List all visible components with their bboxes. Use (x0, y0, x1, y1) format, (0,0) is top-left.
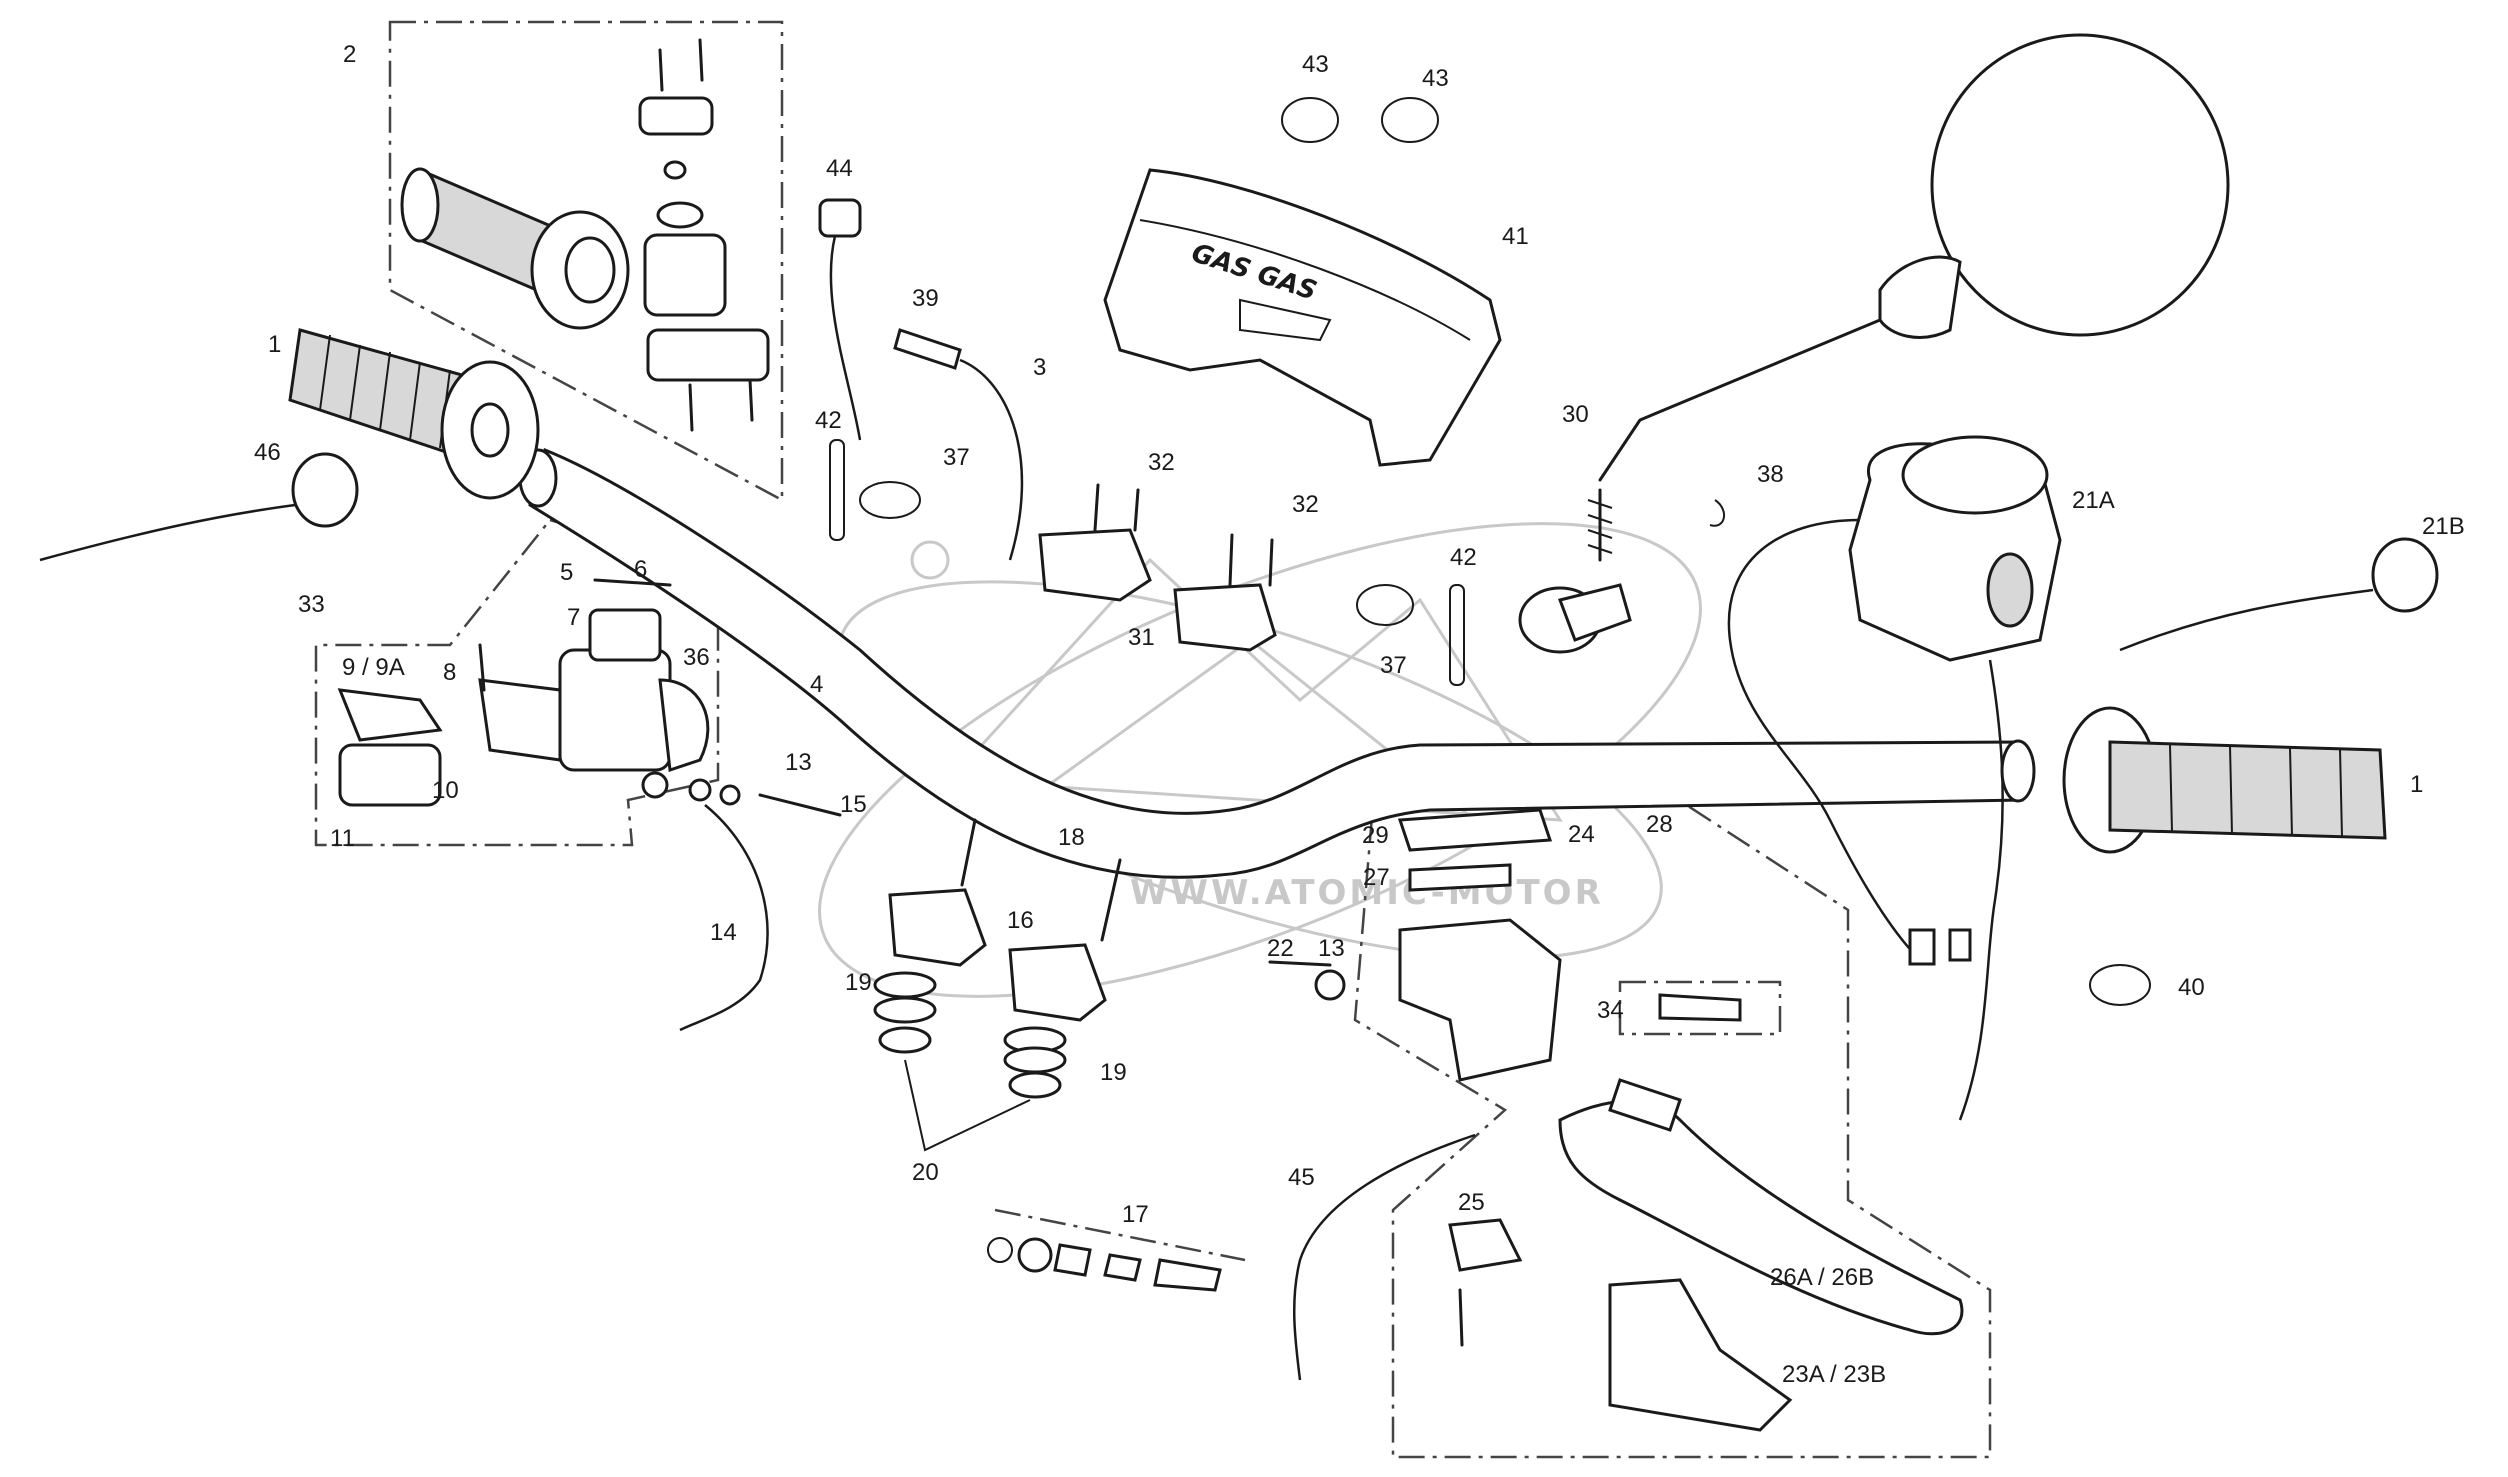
callout-31: 31 (1128, 624, 1155, 651)
kill-switch-right (2119, 537, 2439, 652)
callout-17: 17 (1122, 1201, 1149, 1228)
clutch-lever-assembly (1268, 808, 1964, 1432)
callout-3: 3 (1033, 354, 1046, 381)
brake-hose (679, 804, 769, 1032)
spare-kit-box (994, 1208, 1246, 1262)
callout-1b: 1 (2410, 771, 2423, 798)
callout-44: 44 (826, 155, 853, 182)
callout-9: 9 / 9A (342, 654, 405, 681)
brake-master-cylinder (337, 578, 842, 817)
callout-27: 27 (1363, 864, 1390, 891)
callout-6: 6 (634, 556, 647, 583)
callout-13a: 13 (785, 749, 812, 776)
callout-19b: 19 (1100, 1059, 1127, 1086)
throttle-assembly (400, 38, 770, 432)
left-grip (288, 328, 540, 500)
callout-28: 28 (1646, 811, 1673, 838)
watermark-text: WWW.ATOMIC-MOTOR (1130, 873, 1604, 913)
callout-40: 40 (2178, 974, 2205, 1001)
callout-23: 23A / 23B (1782, 1361, 1886, 1388)
callout-labels: 1 1 2 3 4 5 6 7 8 9 / 9A 10 11 13 13 14 … (254, 41, 2465, 1388)
group-boxes (314, 20, 1992, 1459)
callout-42a: 42 (815, 407, 842, 434)
callout-32b: 32 (1292, 491, 1319, 518)
callout-26: 26A / 26B (1770, 1264, 1874, 1291)
callout-42b: 42 (1450, 544, 1477, 571)
callout-19a: 19 (845, 969, 872, 996)
callout-39: 39 (912, 285, 939, 312)
handlebar (518, 447, 2036, 879)
callout-29: 29 (1362, 822, 1389, 849)
cable-clips (829, 97, 2151, 1006)
callout-41: 41 (1502, 223, 1529, 250)
callout-11: 11 (330, 825, 355, 852)
callout-8: 8 (443, 659, 456, 686)
brake-master-group-box (314, 518, 720, 847)
callout-10: 10 (432, 777, 459, 804)
throttle-group-box (388, 20, 784, 503)
callout-33: 33 (298, 591, 325, 618)
throttle-cables (818, 198, 1024, 561)
clutch-group-box (1353, 778, 1992, 1459)
callout-22: 22 (1267, 935, 1294, 962)
callout-2: 2 (343, 41, 356, 68)
callout-16: 16 (1007, 907, 1034, 934)
callout-21a: 21A (2072, 487, 2115, 514)
right-grip (2062, 706, 2387, 854)
spare-pin-kit (987, 1237, 1222, 1292)
switch-assembly (1727, 435, 2062, 1121)
callout-25: 25 (1458, 1189, 1485, 1216)
callout-20: 20 (912, 1159, 939, 1186)
callout-36: 36 (683, 644, 710, 671)
callout-32a: 32 (1148, 449, 1175, 476)
callout-21b: 21B (2422, 513, 2465, 540)
callout-37b: 37 (1380, 652, 1407, 679)
callout-30: 30 (1562, 401, 1589, 428)
callout-46: 46 (254, 439, 281, 466)
callout-38: 38 (1757, 461, 1784, 488)
callout-43a: 43 (1302, 51, 1329, 78)
callout-43b: 43 (1422, 65, 1449, 92)
callout-5: 5 (560, 559, 573, 586)
clutch-cable (1292, 1133, 1476, 1381)
callout-34: 34 (1597, 997, 1624, 1024)
callout-13b: 13 (1318, 935, 1345, 962)
callout-4: 4 (810, 671, 823, 698)
kill-switch-left (39, 452, 359, 562)
bar-pad-cover: GAS GAS (1103, 168, 1502, 467)
callout-24: 24 (1568, 821, 1595, 848)
clutch-adjuster-box (1618, 980, 1782, 1036)
top-clamps (1038, 483, 1277, 652)
callout-45: 45 (1288, 1164, 1315, 1191)
mirror (1518, 33, 2230, 654)
callout-18: 18 (1058, 824, 1085, 851)
callout-1a: 1 (268, 331, 281, 358)
callout-15: 15 (840, 791, 867, 818)
callout-37a: 37 (943, 444, 970, 471)
callout-14: 14 (710, 919, 737, 946)
lower-clamps (873, 818, 1122, 1152)
callout-7: 7 (567, 604, 580, 631)
